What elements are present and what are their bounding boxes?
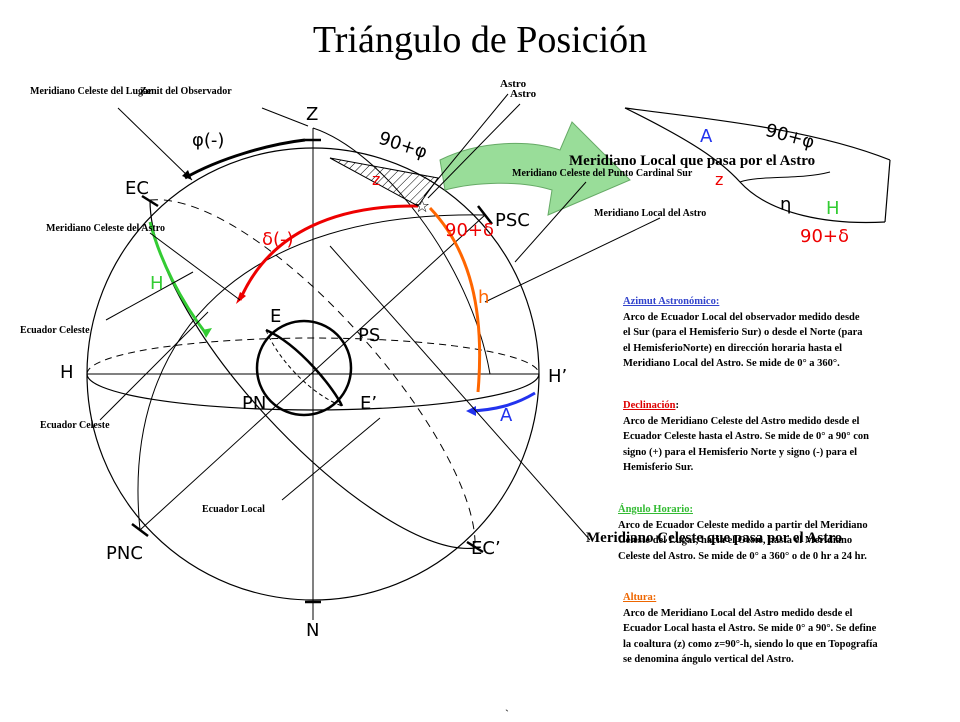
tick-pnc bbox=[131, 523, 149, 537]
label-psc: PSC bbox=[495, 210, 530, 231]
leader-astro bbox=[427, 103, 521, 199]
red-delta-arc bbox=[238, 204, 419, 301]
label-ec: EC bbox=[125, 178, 149, 199]
callout-ecuador-celeste-2: Ecuador Celeste bbox=[40, 420, 110, 431]
def-angulo: Ángulo Horario: Arco de Ecuador Celeste … bbox=[618, 502, 948, 564]
def-angulo-line: Celeste del Astro. Se mide de 0° a 360° … bbox=[618, 550, 867, 562]
def-azimut-line: el Sur (para el Hemisferio Sur) o desde … bbox=[623, 327, 863, 338]
hatched-triangle bbox=[329, 157, 439, 207]
leader-meridiano-celeste-big bbox=[329, 245, 591, 541]
label-ec-prime: EC’ bbox=[471, 538, 501, 559]
def-declinacion-colon: : bbox=[675, 400, 680, 411]
earth-equator bbox=[265, 328, 344, 407]
callout-meridiano-local-astro: Meridiano Local del Astro bbox=[594, 208, 707, 219]
earth-equator-back bbox=[265, 329, 343, 407]
def-azimut-line: el HemisferioNorte) en dirección horaria… bbox=[623, 342, 843, 354]
zoom-mid-line bbox=[739, 171, 831, 183]
label-h-prime: H’ bbox=[548, 366, 568, 387]
def-angulo-line: Arco de Ecuador Celeste medido a partir … bbox=[618, 519, 868, 531]
callout-astro-1: Astro bbox=[500, 78, 527, 90]
phi-arc bbox=[184, 138, 306, 180]
callout-astro-2: Astro bbox=[510, 88, 537, 100]
def-declinacion-line: Arco de Meridiano Celeste del Astro medi… bbox=[623, 415, 860, 427]
leader-astro-2 bbox=[423, 93, 509, 197]
tick-psc bbox=[477, 205, 493, 225]
label-n: N bbox=[306, 620, 320, 641]
label-90-delta: 90+δ bbox=[445, 220, 494, 241]
label-pnc: PNC bbox=[106, 543, 143, 564]
callout-meridiano-celeste-big: Meridiano Celeste que pasa por el Astro bbox=[586, 530, 843, 546]
def-altura-line: Arco de Meridiano Local del Astro medido… bbox=[623, 607, 853, 619]
callout-meridiano-celeste-astro: Meridiano Celeste del Astro bbox=[46, 223, 165, 234]
label-h: H bbox=[60, 362, 74, 383]
def-azimut-heading: Azimut Astronómico: bbox=[623, 296, 720, 307]
def-declinacion-line: Ecuador Celeste hasta el Astro. Se mide … bbox=[623, 431, 869, 442]
def-declinacion-heading: Declinación bbox=[623, 400, 676, 411]
leader-meridiano-lugar bbox=[117, 107, 193, 181]
leader-meridiano-astro bbox=[149, 232, 241, 301]
bottom-mark: ` bbox=[505, 707, 509, 721]
green-arrowhead bbox=[202, 328, 212, 338]
orange-altitude-arc bbox=[428, 206, 482, 393]
leader-punto-sur bbox=[514, 181, 587, 263]
label-pn: PN bbox=[242, 393, 267, 414]
def-altura-line: se denomina ángulo vertical del Astro. bbox=[623, 654, 794, 665]
callout-zenit: Zenit del Observador bbox=[140, 86, 232, 97]
red-arrowhead bbox=[236, 292, 246, 304]
green-transfer-arrow bbox=[439, 121, 631, 216]
label-z-red: z bbox=[372, 170, 381, 189]
zoom-label-a: A bbox=[700, 126, 713, 147]
zoom-label-z: z bbox=[715, 170, 724, 189]
label-ps: PS bbox=[358, 325, 381, 346]
zoom-outer-arc bbox=[624, 107, 891, 161]
leader-ecuador-local bbox=[281, 417, 381, 501]
label-phi: φ(-) bbox=[192, 130, 225, 151]
star-icon: ☆ bbox=[414, 196, 430, 217]
def-altura-heading: Altura: bbox=[623, 592, 657, 603]
def-declinacion-line: Hemisferio Sur. bbox=[623, 462, 694, 473]
callout-punto-cardinal-sur: Meridiano Celeste del Punto Cardinal Sur bbox=[512, 168, 693, 179]
label-e: E bbox=[270, 306, 282, 327]
celestial-equator-back bbox=[149, 199, 476, 549]
zoom-label-eta: η bbox=[780, 194, 792, 215]
celestial-meridian-star bbox=[137, 214, 486, 531]
zoom-side bbox=[884, 159, 891, 223]
label-delta: δ(-) bbox=[262, 229, 294, 250]
tick-ec bbox=[141, 194, 159, 208]
label-z: Z bbox=[306, 104, 319, 125]
callout-ecuador-local: Ecuador Local bbox=[202, 504, 265, 515]
def-azimut-line: Meridiano Local del Astro. Se mide de 0°… bbox=[623, 358, 840, 369]
blue-arrowhead bbox=[466, 406, 476, 416]
def-azimut-line: Arco de Ecuador Local del observador med… bbox=[623, 311, 860, 323]
callout-ecuador-celeste-1: Ecuador Celeste bbox=[20, 325, 90, 336]
def-altura-line: la coaltura (z) como z=90°-h, siendo lo … bbox=[623, 638, 878, 650]
callout-meridiano-local-big: Meridiano Local que pasa por el Astro bbox=[569, 153, 816, 169]
def-altura: Altura: Arco de Meridiano Local del Astr… bbox=[623, 590, 953, 668]
def-azimut: Azimut Astronómico: Arco de Ecuador Loca… bbox=[623, 294, 953, 372]
tick-ec-prime bbox=[466, 540, 484, 554]
earth-sphere bbox=[255, 319, 353, 417]
blue-azimuth-arc bbox=[469, 391, 536, 413]
callout-meridiano-lugar: Meridiano Celeste del Lugar bbox=[30, 86, 153, 97]
label-h-orange: h bbox=[478, 287, 490, 308]
label-h-green: H bbox=[150, 273, 164, 294]
leader-ecuador-2 bbox=[99, 311, 209, 421]
zoom-label-h: H bbox=[826, 198, 840, 219]
celestial-axis bbox=[139, 214, 486, 531]
page-title: Triángulo de Posición bbox=[312, 19, 648, 61]
def-declinacion: Declinación: Arco de Meridiano Celeste d… bbox=[623, 398, 953, 476]
def-declinacion-line: signo (+) para el Hemisferio Norte y sig… bbox=[623, 446, 858, 458]
label-a-blue: A bbox=[500, 405, 513, 426]
green-hour-arc bbox=[148, 221, 209, 336]
def-angulo-heading: Ángulo Horario: bbox=[618, 504, 693, 515]
zoom-label-90-delta: 90+δ bbox=[800, 226, 849, 247]
leader-zenit bbox=[261, 107, 309, 127]
leader-ecuador-1 bbox=[105, 271, 194, 321]
def-angulo-line: Celeste del Lugar, hacia el Oeste, hasta… bbox=[618, 535, 853, 546]
def-altura-line: Ecuador Local hasta el Astro. Se mide 0°… bbox=[623, 623, 877, 634]
leader-meridiano-local bbox=[484, 217, 661, 303]
label-e-prime: E’ bbox=[360, 393, 378, 414]
